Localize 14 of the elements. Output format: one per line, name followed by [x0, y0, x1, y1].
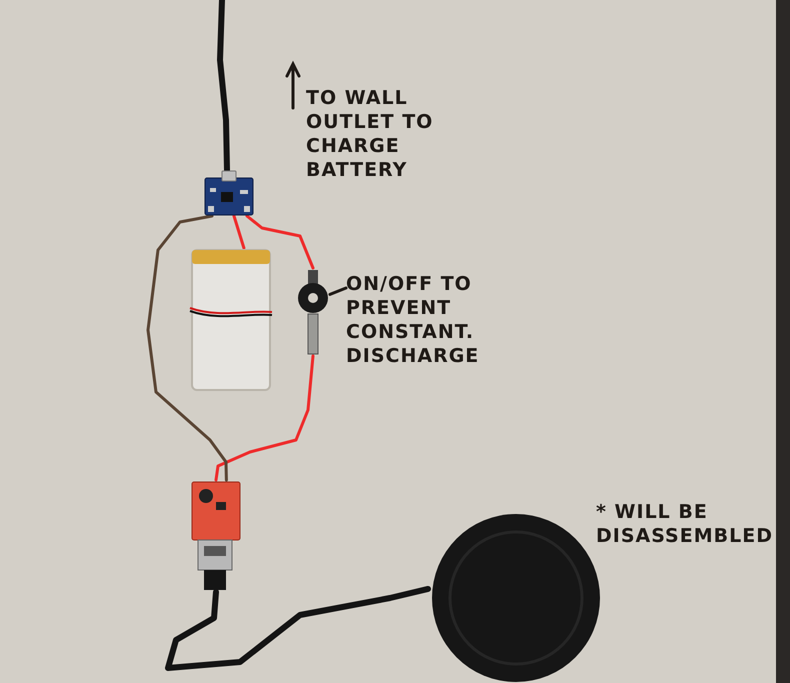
- switch-drawing: [296, 268, 330, 356]
- wire: [232, 214, 246, 250]
- cable: [217, 0, 230, 173]
- wire: [246, 214, 314, 270]
- wire: [146, 214, 228, 482]
- leader-line: [328, 286, 348, 296]
- boost-converter-board-drawing: [190, 480, 242, 592]
- battery-drawing: [188, 248, 274, 392]
- handwritten-note: * WILL BE DISASSEMBLED: [596, 500, 774, 548]
- handwritten-note: TO WALL OUTLET TO CHARGE BATTERY: [306, 86, 434, 182]
- charger-board-drawing: [204, 170, 254, 216]
- handwritten-note: ON/OFF TO PREVENT CONSTANT. DISCHARGE: [346, 272, 480, 368]
- cable: [165, 586, 431, 671]
- wire: [214, 354, 314, 482]
